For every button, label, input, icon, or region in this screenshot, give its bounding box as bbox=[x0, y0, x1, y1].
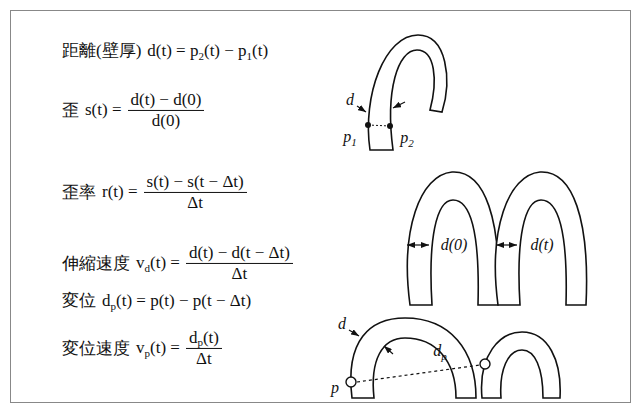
formula-text: Δt bbox=[232, 264, 248, 284]
pointer-arrow bbox=[349, 330, 359, 336]
numerator: dp(t) bbox=[186, 328, 222, 348]
figure-label-group: dp bbox=[433, 342, 447, 360]
subscript: 2 bbox=[408, 137, 414, 149]
figure-label-group: d(0) bbox=[441, 236, 468, 254]
formula-row: 変位 dp(t) = p(t) − p(t − Δt) bbox=[62, 289, 251, 312]
wall-arch bbox=[407, 172, 498, 305]
point-marker bbox=[480, 359, 490, 369]
formula-text: (t) − p bbox=[204, 40, 247, 60]
displacement-line bbox=[357, 365, 480, 382]
formula-text: r(t) = bbox=[102, 182, 138, 202]
formula-text: d(t) − d(0) bbox=[131, 90, 202, 110]
formula-text: 距離(壁厚) bbox=[62, 39, 141, 62]
figure-label-group: d bbox=[338, 315, 346, 333]
denominator: Δt bbox=[144, 192, 247, 213]
figure-label: d bbox=[346, 91, 354, 109]
formula-text: Δt bbox=[187, 193, 203, 213]
pointer-arrow bbox=[384, 346, 393, 354]
subscript: p bbox=[441, 350, 447, 362]
subscript: p bbox=[145, 347, 151, 359]
figure-label: d bbox=[433, 342, 441, 360]
formula-text: d(0) bbox=[152, 111, 180, 131]
formula-text: d(t) = p bbox=[147, 40, 198, 60]
fraction: dp(t)Δt bbox=[186, 328, 222, 368]
subscript: 1 bbox=[247, 49, 253, 61]
formula-text: (t) = bbox=[150, 253, 180, 273]
subscript: d bbox=[145, 262, 151, 274]
frame bbox=[11, 11, 631, 403]
dimension-arrow bbox=[496, 244, 517, 245]
wall-arch bbox=[351, 318, 476, 398]
denominator: Δt bbox=[186, 263, 293, 284]
formula-text: 伸縮速度 bbox=[62, 252, 130, 275]
formula-text: 変位 bbox=[62, 289, 96, 312]
formula-text: s(t) − s(t − Δt) bbox=[147, 172, 244, 192]
dotted-line bbox=[368, 125, 390, 126]
pointer-arrow bbox=[357, 106, 366, 112]
dimension-arrow bbox=[407, 244, 429, 245]
figure-label: p bbox=[331, 379, 339, 397]
formula-text: d(t) − d(t − Δt) bbox=[189, 243, 290, 263]
wall-arch bbox=[495, 172, 586, 305]
figure-label: d(0) bbox=[441, 236, 468, 254]
formula-text: v bbox=[136, 253, 145, 273]
formula-row: 歪 s(t) = d(t) − d(0)d(0) bbox=[62, 90, 204, 130]
formula-text: d bbox=[102, 290, 111, 310]
figure-label-group: p1 bbox=[343, 128, 357, 146]
figure-label: d bbox=[338, 315, 346, 333]
denominator: d(0) bbox=[128, 110, 205, 131]
figure-label: p bbox=[400, 129, 408, 147]
pointer-arrow bbox=[393, 102, 405, 108]
formula-text: d bbox=[189, 328, 198, 348]
formula-text: 歪率 bbox=[62, 181, 96, 204]
subscript: 2 bbox=[198, 49, 204, 61]
numerator: s(t) − s(t − Δt) bbox=[144, 172, 247, 192]
fraction: d(t) − d(0)d(0) bbox=[128, 90, 205, 130]
formula-row: 伸縮速度 vd(t) = d(t) − d(t − Δt)Δt bbox=[62, 243, 293, 283]
figure-label-group: p2 bbox=[400, 129, 414, 147]
figure-label-group: d(t) bbox=[530, 236, 553, 254]
formula-row: 変位速度 vp(t) = dp(t)Δt bbox=[62, 328, 222, 368]
wall-arch bbox=[482, 332, 561, 398]
formula-text: v bbox=[136, 338, 145, 358]
formula-text: Δt bbox=[196, 349, 212, 369]
fraction: s(t) − s(t − Δt)Δt bbox=[144, 172, 247, 212]
figure-label: p bbox=[343, 128, 351, 146]
point-marker bbox=[346, 377, 356, 387]
wall-arch bbox=[368, 35, 446, 150]
formula-text: (t) = p(t) − p(t − Δt) bbox=[116, 290, 251, 310]
formula-text: (t) bbox=[252, 40, 268, 60]
figure-label-group: d bbox=[346, 91, 354, 109]
formula-text: 変位速度 bbox=[62, 337, 130, 360]
figure-label-group: p bbox=[331, 379, 339, 397]
numerator: d(t) − d(t − Δt) bbox=[186, 243, 293, 263]
formula-row: 距離(壁厚) d(t) = p2(t) − p1(t) bbox=[62, 39, 268, 62]
figure-label: d(t) bbox=[530, 236, 553, 254]
subscript: 1 bbox=[351, 136, 357, 148]
formula-text: (t) = bbox=[150, 338, 180, 358]
denominator: Δt bbox=[186, 348, 222, 369]
subscript: p bbox=[111, 299, 117, 311]
formula-text: 歪 bbox=[62, 99, 79, 122]
formula-text: (t) bbox=[203, 328, 219, 348]
formula-row: 歪率 r(t) = s(t) − s(t − Δt)Δt bbox=[62, 172, 247, 212]
fraction: d(t) − d(t − Δt)Δt bbox=[186, 243, 293, 283]
numerator: d(t) − d(0) bbox=[128, 90, 205, 110]
formula-text: s(t) = bbox=[85, 100, 122, 120]
